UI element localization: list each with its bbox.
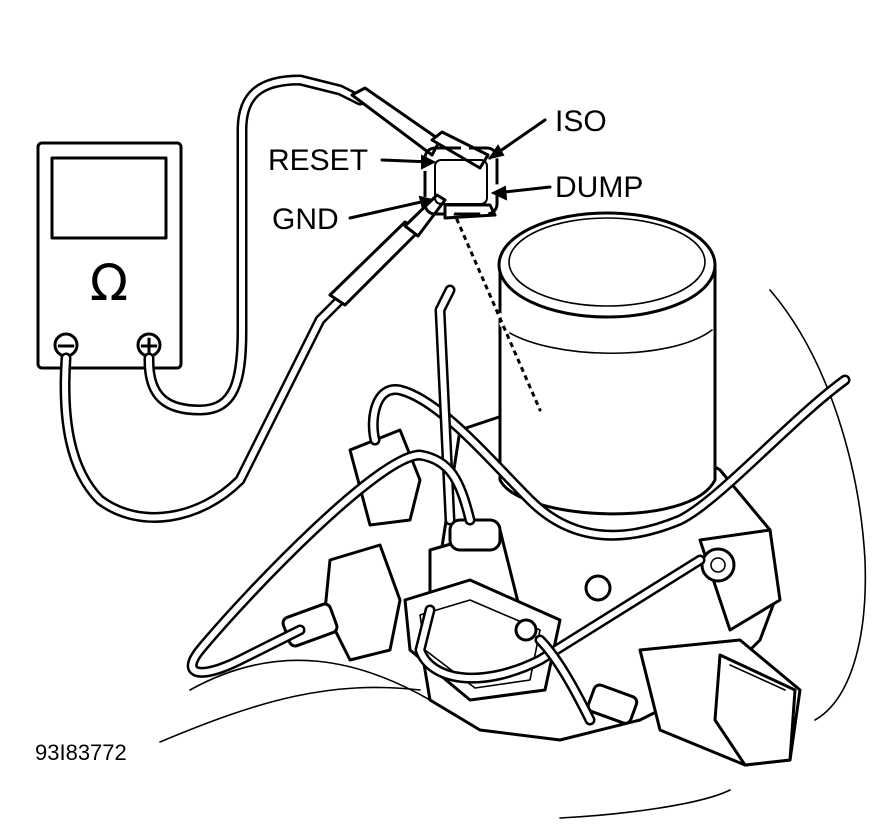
brake-lines: [186, 284, 851, 726]
iso-label: ISO: [555, 105, 607, 138]
ohmmeter: Ω − +: [36, 141, 183, 370]
positive-sign: +: [138, 331, 160, 361]
figure-id: 93I83772: [35, 740, 127, 765]
positive-probe-tip: [430, 130, 490, 170]
negative-probe-handle: [328, 220, 420, 307]
engine-background-lines: [159, 289, 867, 819]
ohm-symbol: Ω: [90, 254, 128, 312]
meter-display-window: [50, 156, 168, 240]
callout-arrows: [348, 118, 552, 220]
reset-label: RESET: [268, 144, 368, 177]
negative-sign: −: [55, 331, 77, 361]
modulator-connector: [423, 146, 499, 220]
test-leads: [59, 74, 490, 523]
gnd-label: GND: [272, 203, 339, 236]
hydraulic-modulator-body: [281, 211, 802, 767]
dump-label: DUMP: [555, 171, 643, 204]
